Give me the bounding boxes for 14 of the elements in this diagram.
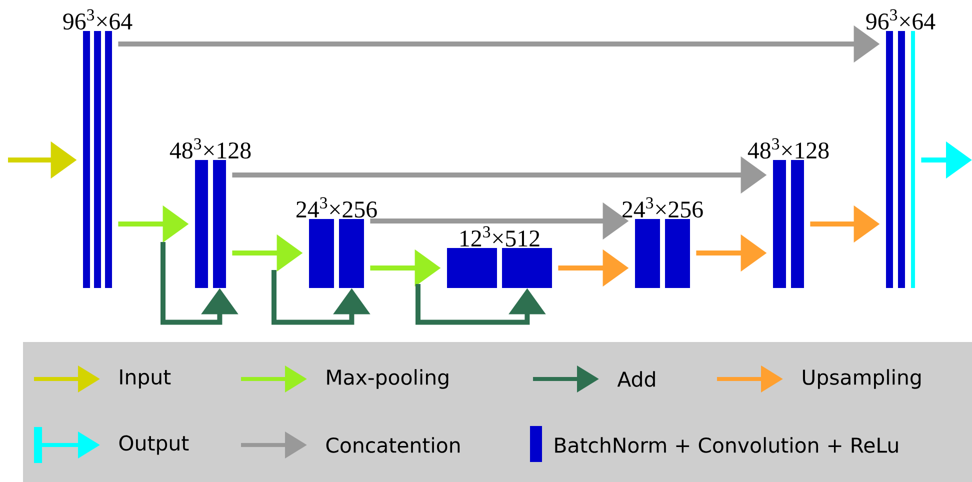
size-label: 12$^{3}$×512: [460, 226, 540, 247]
legend-label: Max-pooling: [327, 369, 448, 389]
size-label: 48$^{3}$×128: [748, 138, 829, 159]
size-label: 96$^{3}$×64: [866, 9, 936, 30]
legend-label: Output: [119, 435, 189, 455]
legend-label: Upsampling: [802, 369, 921, 389]
size-label: 48$^{3}$×128: [170, 138, 251, 159]
legend-label: Add: [617, 371, 655, 387]
size-label: 96$^{3}$×64: [63, 9, 132, 30]
legend-label: Input: [120, 369, 171, 389]
legend-label: Concatention: [326, 437, 460, 453]
legend-label: BatchNorm + Convolution + ReLu: [555, 437, 898, 453]
size-label: 24$^{3}$×256: [296, 197, 377, 218]
size-label: 24$^{3}$×256: [622, 197, 703, 218]
